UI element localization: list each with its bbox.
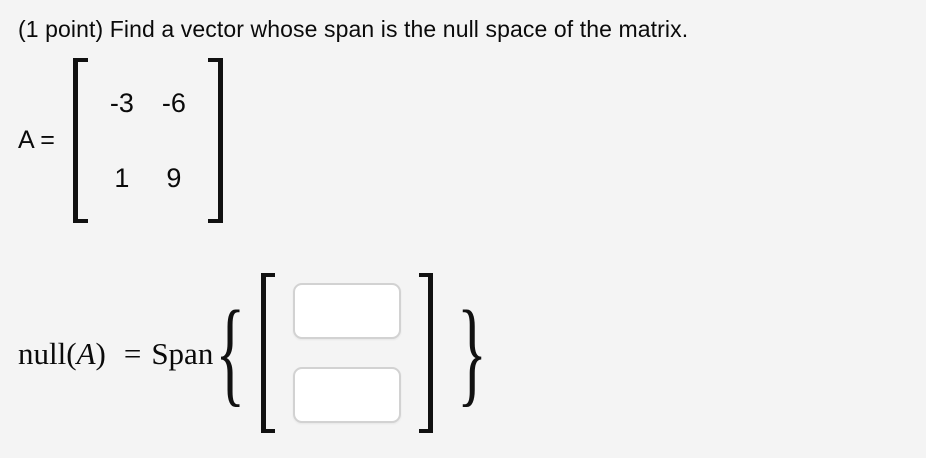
vector-input-group xyxy=(275,283,419,423)
answer-expression: null(A) = Span { } xyxy=(18,268,489,438)
equals-sign: = xyxy=(123,335,142,371)
null-close-paren: ) xyxy=(95,335,106,371)
null-a-label: null(A) xyxy=(18,338,106,369)
matrix-variable: A xyxy=(76,335,96,371)
span-label: Span xyxy=(151,335,214,371)
close-brace: } xyxy=(457,288,487,418)
vector-close-bracket xyxy=(419,273,434,433)
matrix-definition: A = -3 -6 1 9 xyxy=(18,58,223,223)
matrix-cell-r1c1: -3 xyxy=(109,87,134,118)
matrix-open-bracket xyxy=(72,58,88,223)
vector-open-bracket xyxy=(261,273,276,433)
open-brace: { xyxy=(215,288,246,418)
matrix-close-bracket xyxy=(207,58,223,223)
matrix-label: A = xyxy=(18,126,55,154)
matrix-grid: -3 -6 1 9 xyxy=(88,87,208,193)
matrix-cell-r1c2: -6 xyxy=(161,87,186,118)
null-text: null( xyxy=(18,335,77,371)
matrix-cell-r2c1: 1 xyxy=(114,162,130,193)
question-prompt: (1 point) Find a vector whose span is th… xyxy=(18,16,689,42)
vector-component-2-input[interactable] xyxy=(293,367,402,423)
matrix-cell-r2c2: 9 xyxy=(166,162,182,193)
vector-component-1-input[interactable] xyxy=(293,283,402,339)
